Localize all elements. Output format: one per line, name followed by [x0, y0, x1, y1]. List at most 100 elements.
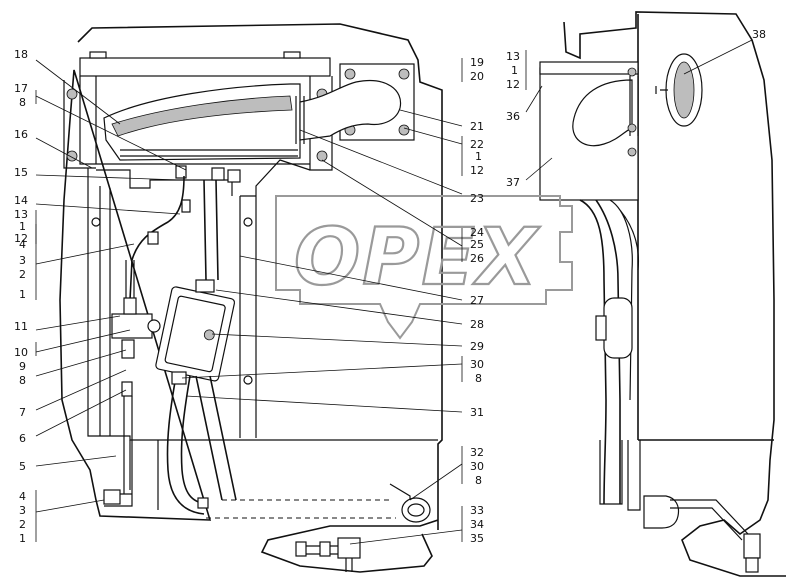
upper-hose [129, 175, 185, 301]
bolt [316, 150, 328, 162]
tank-side [99, 186, 111, 436]
callout-label: 3 [19, 504, 26, 517]
right-view [539, 11, 786, 577]
right-lower-bracket [599, 440, 641, 511]
flange-bolt [398, 124, 410, 136]
mount-hole [243, 217, 253, 227]
cooler-frame [63, 76, 333, 171]
callout-label: 15 [14, 166, 28, 179]
bottom-tap-valve [337, 537, 361, 559]
right-box-lid [539, 61, 639, 75]
callout-label: 19 [470, 56, 484, 69]
callout-label: 10 [14, 346, 28, 359]
callout-label: 17 [14, 82, 28, 95]
watermark-gear [275, 195, 573, 340]
callout-label: 13 [506, 50, 520, 63]
tank-lower [129, 440, 159, 510]
callout-label: 1 [19, 220, 26, 233]
right-clamp [603, 297, 633, 359]
callout-label: 35 [470, 532, 484, 545]
callout-label: 31 [470, 406, 484, 419]
valve-fitting [121, 339, 135, 359]
bolt [627, 123, 637, 133]
flange-bolt [344, 68, 356, 80]
callout-label: 8 [475, 372, 482, 385]
sensor-tip [745, 557, 759, 573]
hose-clamp [181, 199, 191, 213]
callout-label: 4 [19, 238, 26, 251]
right-pipe-2 [609, 199, 640, 401]
callout-label: 25 [470, 238, 484, 251]
callout-label: 24 [470, 226, 484, 239]
callout-label: 16 [14, 128, 28, 141]
cooler-top-bar [79, 57, 331, 77]
shroud-clip [211, 167, 225, 181]
callouts: 18 17 8 16 15 14 13 1 12 4 3 2 1 11 10 9… [14, 28, 766, 545]
cooler-duct-shade [111, 95, 293, 137]
callout-label: 7 [19, 406, 26, 419]
hose-clamp [147, 231, 159, 245]
filter-clamp [195, 279, 215, 293]
callout-label: 22 [470, 138, 484, 151]
intake-pipe-band [295, 96, 305, 144]
bottom-elbow [643, 495, 680, 529]
callout-label: 32 [470, 446, 484, 459]
callout-label: 8 [19, 374, 26, 387]
lower-hose [166, 375, 207, 515]
callout-label: 28 [470, 318, 484, 331]
callout-label: 21 [470, 120, 484, 133]
callout-label: 12 [470, 164, 484, 177]
callout-label: 27 [470, 294, 484, 307]
right-elbow [572, 79, 633, 147]
callout-label: 2 [19, 518, 26, 531]
callout-group-bars [35, 50, 527, 542]
callout-label: 3 [19, 254, 26, 267]
vertical-hose [203, 179, 219, 281]
callout-label: 12 [14, 232, 28, 245]
callout-label: 26 [470, 252, 484, 265]
bolt [627, 147, 637, 157]
callout-label: 1 [19, 288, 26, 301]
window-stud [655, 86, 668, 94]
mount-hole [243, 375, 253, 385]
watermark-text: OPEX [294, 213, 541, 303]
callout-label: 38 [752, 28, 766, 41]
callout-label: 20 [470, 70, 484, 83]
valve-port [147, 319, 161, 333]
intake-pipe [299, 80, 402, 141]
callout-label: 1 [511, 64, 518, 77]
callout-label: 1 [19, 532, 26, 545]
callout-label: 23 [470, 192, 484, 205]
valve-body [111, 313, 153, 339]
callout-label: 11 [14, 320, 28, 333]
lower-hose-right [195, 375, 237, 501]
callout-label: 8 [475, 474, 482, 487]
left-frame-outline [59, 23, 443, 573]
valve-fitting [121, 381, 133, 397]
top-clamp [89, 51, 107, 59]
callout-label: 36 [506, 110, 520, 123]
inspection-window-inner [673, 61, 695, 119]
bottom-tap-nut [295, 541, 307, 557]
sensor-body [743, 533, 761, 559]
valve-fitting [123, 297, 137, 315]
shroud-clip [175, 165, 187, 179]
tank-body [87, 168, 438, 441]
shroud-clip [227, 169, 241, 183]
callout-label: 8 [19, 96, 26, 109]
hidden-line [206, 499, 396, 519]
top-clamp [283, 51, 301, 59]
callout-label: 13 [14, 208, 28, 221]
callout-label: 29 [470, 340, 484, 353]
drain-cap [103, 489, 121, 505]
right-pipe [579, 199, 621, 505]
filter-box [155, 286, 236, 382]
callout-label: 9 [19, 360, 26, 373]
right-box-small [595, 315, 607, 341]
callout-label: 1 [475, 150, 482, 163]
left-view [59, 23, 443, 573]
bolt [66, 88, 78, 100]
sensor-hose [670, 499, 749, 541]
tank-divider [239, 195, 257, 438]
